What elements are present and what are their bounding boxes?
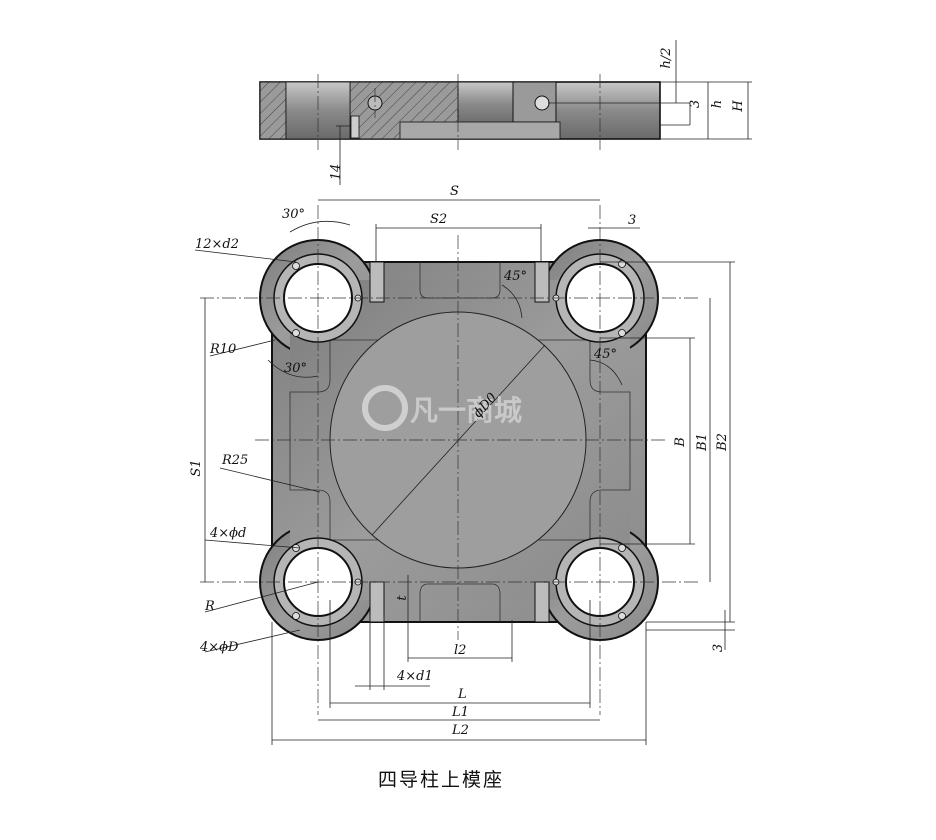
dim-label-S: S (450, 184, 459, 199)
dim-label-l2: l2 (454, 643, 466, 658)
dim-label-R: R (204, 599, 215, 614)
dim-label-h: h (710, 100, 725, 108)
dim-label-S2: S2 (430, 212, 447, 227)
dim-label-L: L (457, 687, 467, 702)
dim-label-L1: L1 (451, 705, 469, 720)
dim-label-B: B (673, 437, 688, 448)
angle-label-45-b: 45° (593, 347, 617, 362)
dim-label-3-right: 3 (628, 213, 636, 228)
dim-label-B2: B2 (715, 433, 730, 452)
dim-label-4xd1: 4×d1 (396, 669, 433, 684)
dim-label-S1: S1 (189, 459, 204, 476)
dim-label-h-half: h/2 (659, 47, 674, 68)
angle-label-30-bot: 30° (284, 361, 307, 376)
dim-label-B1: B1 (695, 433, 710, 452)
dim-label-4xD: 4×ϕD (199, 640, 239, 655)
dim-label-R10: R10 (209, 342, 236, 357)
angle-label-45-a: 45° (503, 269, 527, 284)
side-view (259, 40, 752, 185)
drawing-caption: 四导柱上模座 (378, 769, 504, 791)
dim-label-4xd: 4×ϕd (209, 526, 246, 541)
dim-label-t: t (395, 595, 410, 601)
dim-label-L2: L2 (451, 723, 469, 738)
dim-label-3-bottom: 3 (711, 644, 726, 652)
angle-label-30-top: 30° (282, 207, 305, 222)
dim-label-14: 14 (329, 164, 344, 181)
dim-label-12xd2: 12×d2 (195, 237, 239, 252)
dim-label-H: H (731, 100, 746, 113)
watermark-text: 凡一商城 (410, 394, 522, 427)
plan-view: 凡一商城 (194, 199, 735, 745)
dim-label-3-top: 3 (688, 100, 703, 108)
dim-label-R25: R25 (221, 453, 248, 468)
